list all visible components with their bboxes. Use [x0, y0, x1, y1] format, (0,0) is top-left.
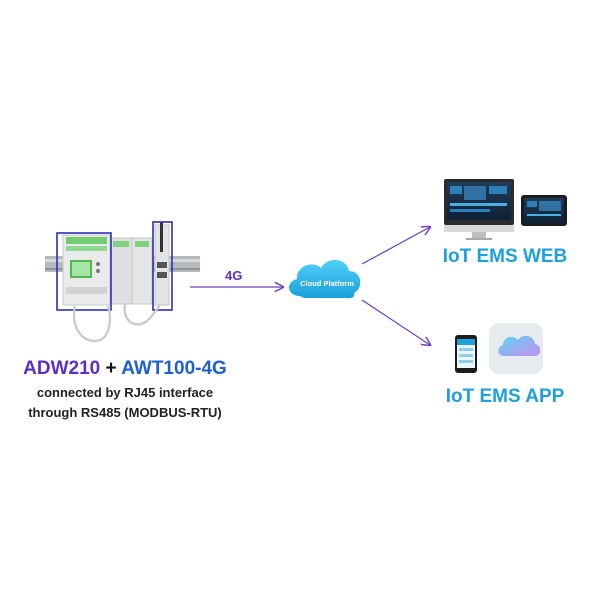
app-logo-icon: [489, 323, 543, 374]
phone-icon: [455, 335, 477, 373]
rj45-cables: [72, 303, 161, 343]
connection-description-line1: connected by RJ45 interface: [36, 385, 214, 400]
arrow-to-web: [361, 227, 430, 265]
adw210-highlight: [56, 232, 112, 311]
adw210-device: [62, 234, 153, 306]
awt100-highlight: [152, 221, 173, 311]
tablet-icon: [521, 195, 567, 226]
iot-ems-app-label: IoT EMS APP: [445, 386, 565, 407]
cloud-platform-label: Cloud Platform: [300, 279, 354, 288]
iot-ems-web-label: IoT EMS WEB: [442, 246, 568, 267]
plus-sign: +: [105, 358, 117, 379]
model-adw210: ADW210: [23, 358, 101, 379]
link-label-4g: 4G: [225, 268, 243, 283]
arrow-to-app: [361, 299, 430, 345]
awt100-4g-device: [154, 222, 170, 306]
device-title: ADW210 + AWT100-4G: [0, 358, 250, 380]
cloud-icon: [289, 260, 361, 299]
connection-description-line2: through RS485 (MODBUS-RTU): [28, 405, 222, 420]
model-awt100-4g: AWT100-4G: [121, 358, 227, 379]
monitor-icon: [444, 179, 514, 240]
